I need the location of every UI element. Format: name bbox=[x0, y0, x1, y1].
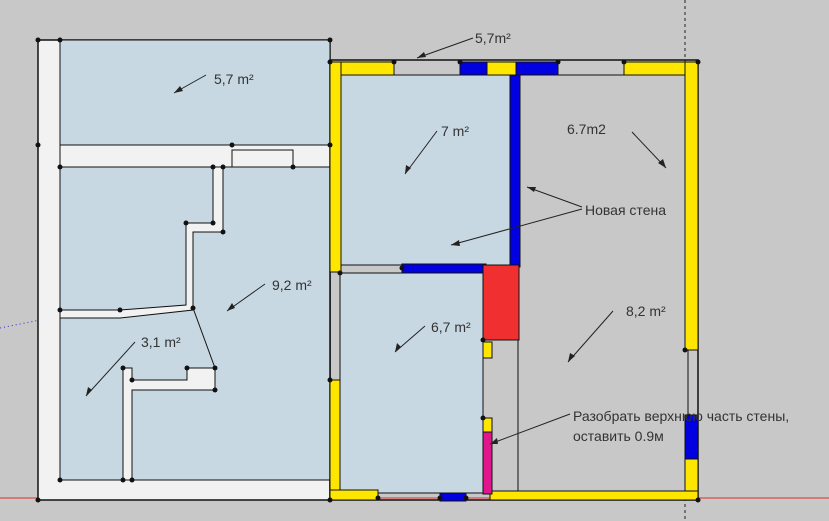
label-room-right-mid: 8,2 m² bbox=[626, 303, 666, 319]
wall-yellow-left-vertical bbox=[329, 61, 342, 273]
wall-blue-bottom bbox=[439, 492, 467, 502]
label-wall-top: 5,7m² bbox=[475, 30, 511, 46]
wall-blue-top-2 bbox=[515, 61, 559, 76]
label-new-wall: Новая стена bbox=[585, 202, 666, 218]
room-top-left bbox=[59, 39, 331, 146]
wall-blue-new-vertical bbox=[509, 74, 521, 268]
label-room-center-mid: 6,7 m² bbox=[431, 319, 471, 335]
vertex-markers bbox=[35, 37, 701, 503]
label-note-line1: Разобрать верхнюю часть стены, bbox=[573, 408, 789, 424]
wall-blue-right bbox=[684, 414, 699, 460]
wall-magenta bbox=[482, 431, 493, 495]
label-room-left-mid: 9,2 m² bbox=[272, 277, 312, 293]
wall-blue-top-1 bbox=[459, 61, 488, 76]
label-note-line2: оставить 0.9м bbox=[573, 428, 664, 444]
arrowheads bbox=[86, 52, 666, 444]
wall-yellow-right-upper bbox=[684, 61, 699, 351]
label-room-top-left: 5,7 m² bbox=[214, 71, 254, 87]
wall-yellow-small-mid bbox=[482, 341, 493, 359]
wall-yellow-top-mid bbox=[486, 61, 517, 76]
label-room-right-top: 6.7m2 bbox=[567, 121, 606, 137]
room-center-top bbox=[339, 74, 513, 266]
axis-dotted-left bbox=[0, 319, 41, 329]
wall-blue-new-horizontal bbox=[401, 263, 487, 274]
room-left-mid bbox=[59, 166, 331, 481]
diagonal-wall bbox=[192, 307, 216, 369]
wall-red-block bbox=[482, 264, 520, 341]
label-room-left-bottom: 3,1 m² bbox=[141, 334, 181, 350]
room-center-mid bbox=[339, 272, 484, 494]
label-room-center-top: 7 m² bbox=[441, 123, 469, 139]
wall-yellow-bottom bbox=[489, 490, 699, 501]
wall-yellow-left-stub bbox=[329, 379, 341, 499]
wall-yellow-bottom-left bbox=[329, 489, 379, 501]
